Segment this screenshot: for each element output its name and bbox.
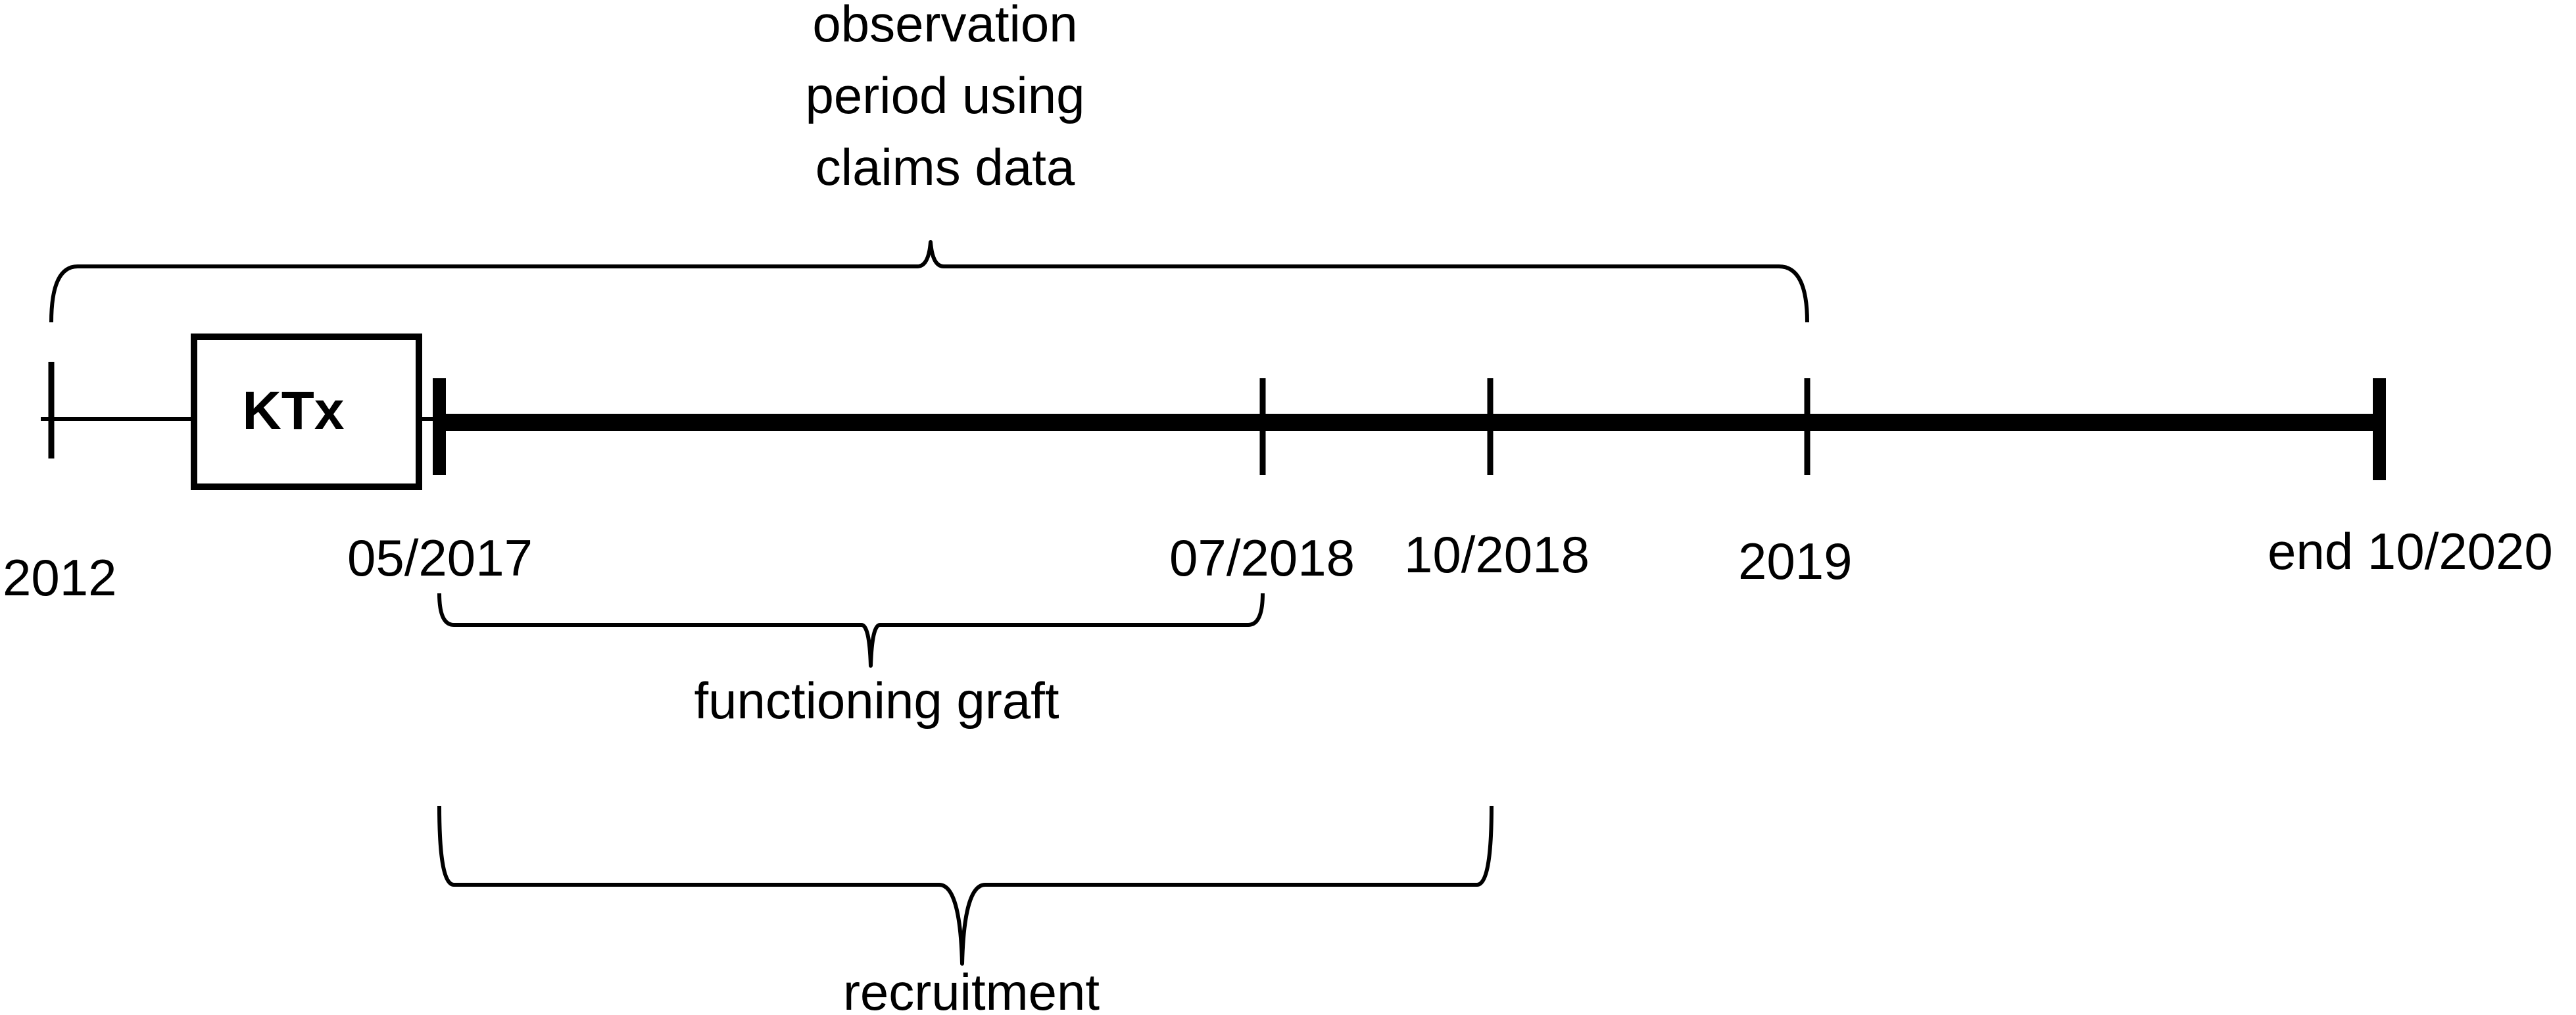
ktx-label: KTx (243, 381, 345, 441)
label-10-2018: 10/2018 (1404, 526, 1590, 583)
observation-label-line-1: observation (812, 0, 1077, 53)
observation-label-line-3: claims data (815, 138, 1075, 196)
observation-label-line-2: period using (806, 66, 1085, 124)
label-05-2017: 05/2017 (347, 529, 533, 587)
label-07-2018: 07/2018 (1169, 529, 1355, 587)
recruitment-brace (437, 805, 1494, 966)
observation-period-brace (49, 240, 1809, 323)
functioning-graft-label: functioning graft (694, 672, 1059, 730)
label-2012: 2012 (3, 549, 117, 607)
label-end-10-2020: end 10/2020 (2268, 522, 2553, 580)
functioning-graft-brace (437, 593, 1265, 668)
label-2019: 2019 (1738, 532, 1853, 590)
recruitment-label: recruitment (843, 963, 1100, 1015)
ktx-box (191, 334, 422, 490)
